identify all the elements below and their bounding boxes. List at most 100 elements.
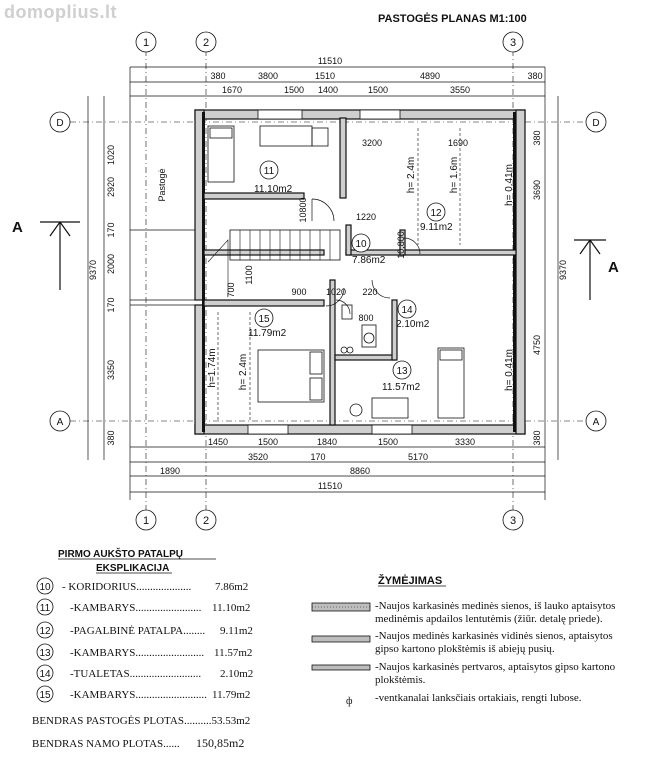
svg-text:3: 3 bbox=[510, 515, 516, 527]
svg-text:10: 10 bbox=[355, 239, 367, 250]
svg-text:1450: 1450 bbox=[208, 437, 228, 447]
svg-text:7.86m2: 7.86m2 bbox=[352, 255, 386, 266]
svg-text:11.57m2: 11.57m2 bbox=[214, 647, 252, 659]
svg-text:1020: 1020 bbox=[106, 145, 116, 165]
svg-text:1890: 1890 bbox=[160, 466, 180, 476]
svg-text:9370: 9370 bbox=[88, 260, 98, 280]
svg-text:- KORIDORIUS..................: - KORIDORIUS.................... bbox=[62, 581, 192, 593]
svg-text:5170: 5170 bbox=[408, 452, 428, 462]
svg-text:1020: 1020 bbox=[326, 287, 346, 297]
bed-room-13 bbox=[437, 347, 465, 419]
explication-row-14: 14 -TUALETAS.......................... 2… bbox=[36, 664, 253, 682]
svg-text:13: 13 bbox=[39, 648, 51, 659]
chair-room-13 bbox=[349, 403, 363, 417]
dim-top-4890: 4890 bbox=[420, 71, 440, 81]
legend-swatch-outer-wall bbox=[311, 602, 371, 612]
dim-top-total: 11510 bbox=[318, 56, 342, 66]
svg-text:2.10m2: 2.10m2 bbox=[396, 319, 430, 330]
svg-text:A: A bbox=[593, 417, 600, 428]
vent-icon: ф bbox=[346, 696, 353, 707]
dim-top-380-right: 380 bbox=[527, 71, 542, 81]
axis-marker-D-right: D bbox=[585, 111, 607, 133]
svg-text:1: 1 bbox=[143, 515, 149, 527]
svg-text:2.10m2: 2.10m2 bbox=[220, 668, 253, 680]
section-arrow-left: A bbox=[12, 219, 80, 290]
svg-text:1500: 1500 bbox=[378, 437, 398, 447]
legend-item-1: -Naujos karkasinės medinės sienos, iš la… bbox=[375, 600, 616, 625]
pastoge-label: Pastogė bbox=[157, 168, 167, 201]
axis-marker-D-left: D bbox=[49, 111, 71, 133]
room-13: 13 11.57m2 bbox=[382, 360, 421, 393]
toilet bbox=[361, 324, 377, 348]
bottom-dimensions: 1450 1500 1840 1500 3330 3520 170 5170 1… bbox=[160, 437, 475, 491]
left-dimensions: 1020 2920 170 2000 170 3350 380 9370 bbox=[88, 145, 116, 446]
svg-text:3520: 3520 bbox=[248, 452, 268, 462]
svg-text:12: 12 bbox=[430, 208, 442, 219]
legend-swatch-inner-wall bbox=[311, 635, 371, 643]
dim-top-1400: 1400 bbox=[318, 85, 338, 95]
axis-marker-A-left: A bbox=[49, 410, 71, 432]
svg-text:900: 900 bbox=[291, 287, 306, 297]
interior-dimensions: 3200 1690 1220 900 1020 220 800 10800 11… bbox=[226, 138, 468, 323]
svg-text:170: 170 bbox=[310, 452, 325, 462]
svg-text:1690: 1690 bbox=[448, 138, 468, 148]
svg-text:700: 700 bbox=[226, 282, 236, 297]
bed-room-11 bbox=[207, 125, 235, 183]
dim-top-1500b: 1500 bbox=[368, 85, 388, 95]
explication-heading-1: PIRMO AUKŠTO PATALPŲ bbox=[58, 547, 183, 560]
svg-text:3200: 3200 bbox=[362, 138, 382, 148]
svg-text:-PAGALBINĖ PATALPA........: -PAGALBINĖ PATALPA........ bbox=[70, 625, 205, 637]
svg-text:11: 11 bbox=[264, 166, 275, 177]
svg-text:11.57m2: 11.57m2 bbox=[382, 382, 421, 393]
svg-text:11.79m2: 11.79m2 bbox=[212, 689, 250, 701]
room-15: 15 11.79m2 bbox=[248, 308, 287, 339]
legend-item-2: -Naujos medinės karkasinės vidinės sieno… bbox=[375, 630, 613, 655]
svg-text:h= 0.41m: h= 0.41m bbox=[504, 164, 515, 206]
dim-top-1500a: 1500 bbox=[284, 85, 304, 95]
svg-text:15: 15 bbox=[39, 690, 51, 701]
svg-text:h= 1.6m: h= 1.6m bbox=[449, 157, 460, 193]
total-house-area-value: 150,85m2 bbox=[196, 736, 244, 750]
legend-swatch-partition bbox=[311, 664, 371, 671]
axis-marker-1-top: 1 bbox=[135, 31, 157, 53]
svg-text:220: 220 bbox=[362, 287, 377, 297]
svg-text:3330: 3330 bbox=[455, 437, 475, 447]
svg-text:170: 170 bbox=[106, 297, 116, 312]
room-11: 11 11.10m2 bbox=[254, 160, 293, 195]
windows bbox=[247, 109, 413, 435]
svg-text:10800: 10800 bbox=[298, 197, 308, 222]
svg-text:15: 15 bbox=[258, 314, 270, 325]
svg-text:2: 2 bbox=[203, 37, 209, 49]
desk-room-13 bbox=[371, 397, 409, 419]
svg-text:380: 380 bbox=[106, 430, 116, 445]
interior-walls bbox=[203, 117, 517, 426]
svg-text:11.79m2: 11.79m2 bbox=[248, 328, 287, 339]
svg-text:9370: 9370 bbox=[558, 260, 568, 280]
svg-text:3690: 3690 bbox=[532, 180, 542, 200]
explication-heading-2: EKSPLIKACIJA bbox=[96, 563, 169, 574]
svg-text:11.10m2: 11.10m2 bbox=[212, 602, 250, 614]
svg-text:2920: 2920 bbox=[106, 177, 116, 197]
wardrobe-room-11 bbox=[259, 125, 313, 147]
right-dimensions: 380 3690 4750 380 9370 bbox=[532, 130, 568, 445]
svg-text:h= 0.41m: h= 0.41m bbox=[504, 349, 515, 391]
watermark: domoplius.lt bbox=[4, 2, 117, 22]
legend-item-4: -ventkanalai lanksčiais ortakiais, rengt… bbox=[375, 692, 582, 704]
svg-text:2: 2 bbox=[203, 515, 209, 527]
explication-row-13: 13 -KAMBARYS......................... 11… bbox=[36, 643, 252, 661]
svg-text:10: 10 bbox=[39, 582, 51, 593]
svg-text:3350: 3350 bbox=[106, 360, 116, 380]
svg-text:A: A bbox=[57, 417, 64, 428]
svg-text:1100: 1100 bbox=[244, 265, 254, 284]
sink bbox=[341, 304, 353, 320]
axis-marker-3-top: 3 bbox=[502, 31, 524, 53]
svg-text:13: 13 bbox=[396, 366, 408, 377]
svg-text:D: D bbox=[592, 118, 599, 129]
svg-text:14: 14 bbox=[39, 669, 51, 680]
legend-item-3: -Naujos karkasinės pertvaros, aptaisytos… bbox=[375, 661, 616, 686]
svg-text:11.10m2: 11.10m2 bbox=[254, 184, 293, 195]
svg-text:3: 3 bbox=[510, 37, 516, 49]
furniture bbox=[207, 125, 465, 419]
svg-text:170: 170 bbox=[106, 222, 116, 237]
